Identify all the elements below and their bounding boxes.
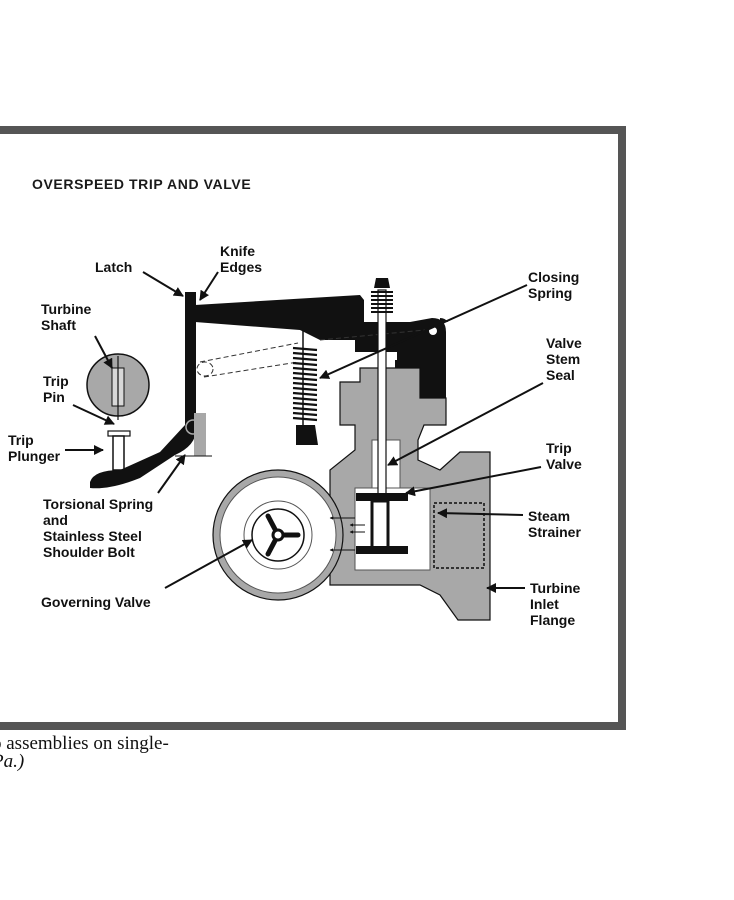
- label-line: Seal: [546, 367, 575, 383]
- label-line: Steam: [528, 508, 571, 524]
- label-trip-valve: Trip Valve: [546, 440, 582, 472]
- trip-lever: [90, 292, 212, 489]
- label-steam-strainer: Steam Strainer: [528, 508, 581, 540]
- label-line: Torsional Spring: [43, 496, 154, 512]
- label-trip-plunger: Trip Plunger: [8, 432, 60, 464]
- label-turbine-inlet-flange: Turbine Inlet Flange: [530, 580, 580, 628]
- label-line: and: [43, 512, 68, 528]
- valve-body: [329, 367, 491, 621]
- label-line: Trip: [8, 432, 34, 448]
- label-trip-pin: Trip Pin: [43, 373, 69, 405]
- label-latch: Latch: [95, 259, 133, 275]
- turbine-shaft: [86, 353, 150, 420]
- label-line: Plunger: [8, 448, 61, 464]
- lever-alt-position: [196, 329, 426, 378]
- label-line: Spring: [528, 285, 573, 301]
- caption-line-1: o assemblies on single-: [0, 733, 169, 754]
- label-line: Stainless Steel: [43, 528, 142, 544]
- label-line: Valve: [546, 456, 582, 472]
- label-knife-edges: Knife Edges: [220, 243, 262, 275]
- label-line: Knife: [220, 243, 255, 259]
- flow-arrows: [329, 516, 365, 552]
- label-line: Stem: [546, 351, 581, 367]
- label-line: Flange: [530, 612, 576, 628]
- steam-strainer: [433, 502, 485, 569]
- label-closing-spring: Closing Spring: [528, 269, 579, 301]
- label-torsional-spring: Torsional Spring and Stainless Steel Sho…: [43, 496, 153, 560]
- trip-valve-disk: [356, 493, 408, 554]
- label-turbine-shaft: Turbine Shaft: [41, 301, 91, 333]
- label-line: Shoulder Bolt: [43, 544, 135, 560]
- label-line: Closing: [528, 269, 580, 285]
- label-line: Valve: [546, 335, 582, 351]
- label-line: Strainer: [528, 524, 581, 540]
- label-line: Shaft: [41, 317, 76, 333]
- label-line: Edges: [220, 259, 263, 275]
- figure-title: OVERSPEED TRIP AND VALVE: [32, 176, 252, 192]
- leader-lines: [65, 271, 544, 593]
- label-line: Inlet: [530, 596, 559, 612]
- caption-line-2: Pa.): [0, 751, 25, 772]
- governing-valve-housing: [212, 469, 344, 601]
- label-line: Trip: [43, 373, 69, 389]
- label-governing-valve: Governing Valve: [41, 594, 151, 610]
- label-valve-stem-seal: Valve Stem Seal: [546, 335, 582, 383]
- label-line: Trip: [546, 440, 572, 456]
- trip-plunger: [107, 430, 131, 471]
- tension-spring: [292, 330, 318, 445]
- label-line: Pin: [43, 389, 65, 405]
- label-line: Turbine: [530, 580, 581, 596]
- label-line: Turbine: [41, 301, 92, 317]
